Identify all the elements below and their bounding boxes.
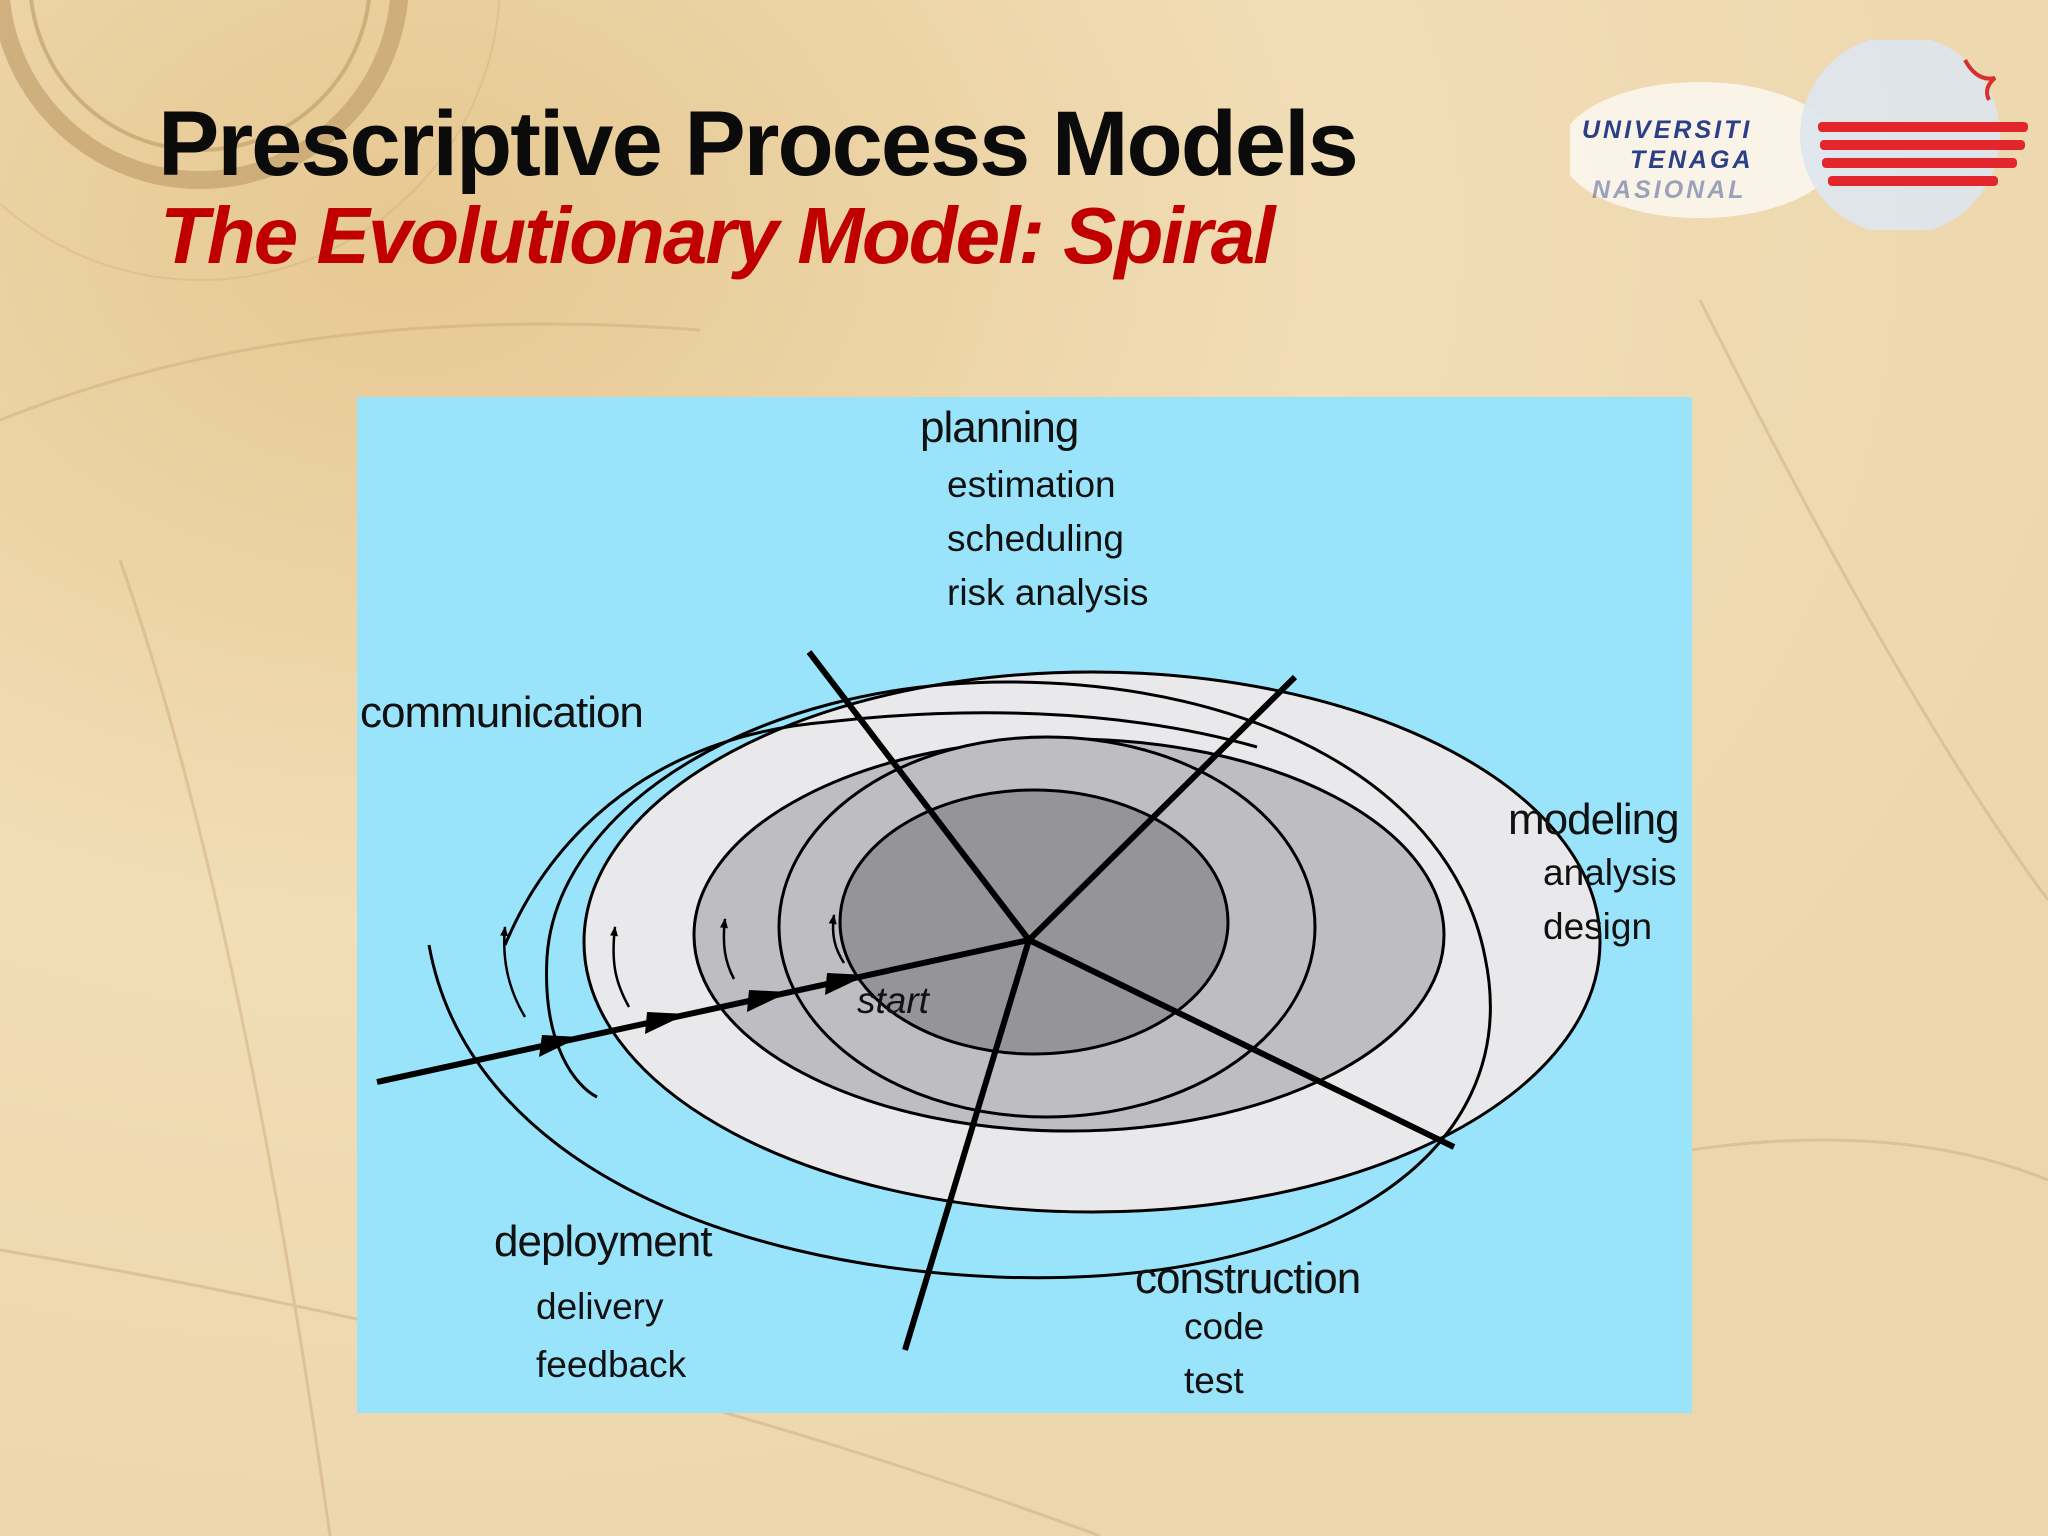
compass-decoration	[0, 0, 501, 281]
logo-text-line3: NASIONAL	[1592, 176, 1747, 204]
phase-label-construction: construction	[1135, 1254, 1361, 1303]
spiral-arc-second	[503, 711, 1258, 946]
logo-emblem-icon	[1560, 35, 2028, 235]
deployment-task-feedback: feedback	[536, 1344, 687, 1385]
divider-modeling-construction	[1027, 937, 1456, 1150]
divider-construction-deployment	[902, 939, 1032, 1351]
spiral-arc-outer	[427, 680, 1492, 1280]
spiral-model-diagram: planning estimation scheduling risk anal…	[357, 397, 1692, 1413]
modeling-task-design: design	[1543, 906, 1653, 947]
construction-task-test: test	[1184, 1360, 1244, 1401]
construction-task-code: code	[1184, 1306, 1265, 1347]
phase-label-communication: communication	[360, 688, 644, 737]
start-label: start	[857, 980, 929, 1021]
phase-label-modeling: modeling	[1508, 795, 1680, 844]
divider-planning-modeling	[1026, 674, 1298, 943]
modeling-task-analysis: analysis	[1543, 852, 1677, 893]
deployment-task-delivery: delivery	[536, 1286, 664, 1327]
start-arrow	[376, 937, 1030, 1085]
divider-planning-communication	[806, 650, 1032, 942]
planning-task-scheduling: scheduling	[947, 518, 1124, 559]
slide-subtitle: The Evolutionary Model: Spiral	[160, 191, 1275, 280]
phase-label-deployment: deployment	[494, 1217, 712, 1266]
logo-text-line2: TENAGA	[1630, 146, 1754, 174]
spiral-graphic	[376, 650, 1602, 1351]
slide-title: Prescriptive Process Models	[158, 93, 1359, 195]
planning-task-risk-analysis: risk analysis	[947, 572, 1149, 613]
logo-text-line1: UNIVERSITI	[1582, 116, 1753, 144]
planning-task-estimation: estimation	[947, 464, 1116, 505]
university-logo: UNIVERSITI TENAGA NASIONAL	[1560, 35, 2040, 235]
start-arrow-heads	[539, 973, 867, 1057]
phase-label-planning: planning	[920, 403, 1079, 452]
